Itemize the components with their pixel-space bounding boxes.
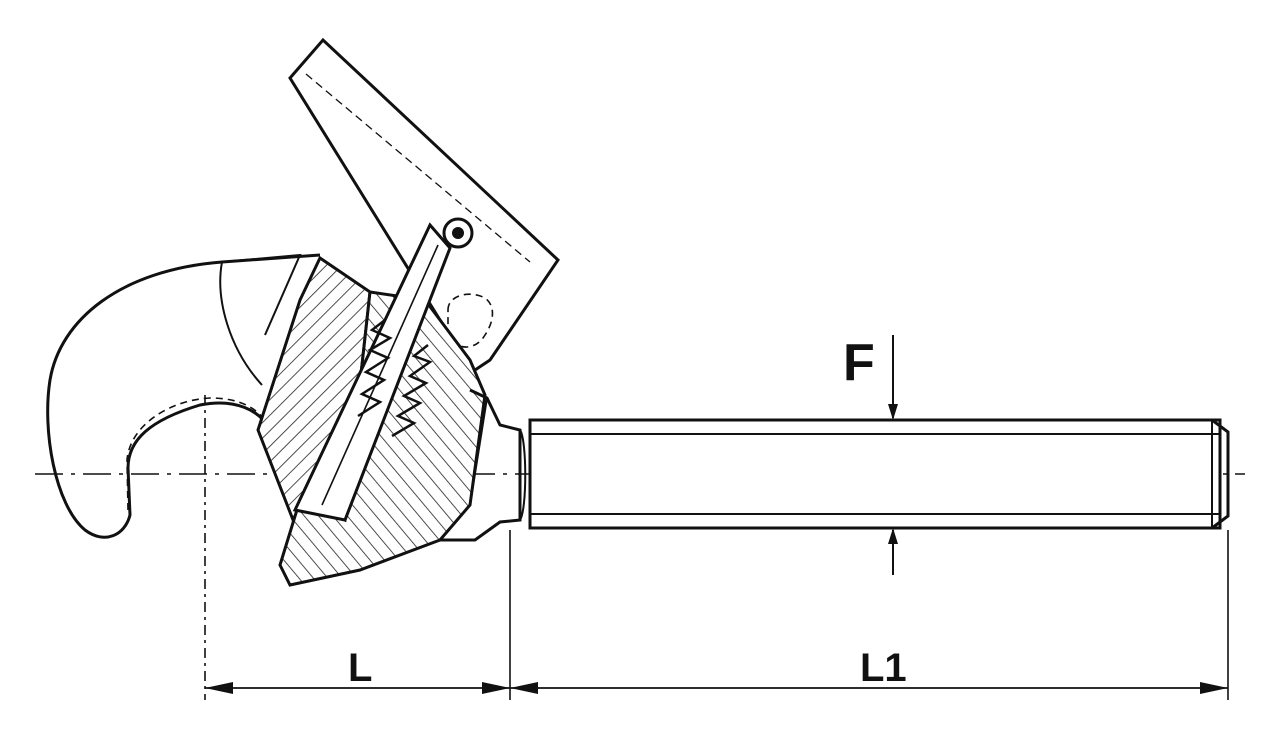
dim-arrow-l-right: [482, 682, 510, 694]
hook-tip-curve-2: [221, 253, 302, 336]
spring: [357, 319, 393, 418]
force-label: F: [843, 334, 875, 392]
threaded-shank: [528, 418, 1222, 530]
shank-end-chamfer: [1211, 418, 1230, 530]
latch-rod: [292, 222, 452, 522]
hook-body: [46, 253, 321, 539]
hook-tip-curve: [219, 261, 263, 386]
force-arrow-upper: [888, 404, 898, 420]
neck-groove: [519, 429, 527, 521]
dim-arrow-l1-left: [510, 682, 538, 694]
latch-arm-dashed-edge: [305, 73, 531, 263]
pivot-pin-center: [452, 227, 464, 239]
dim-label-l1: L1: [860, 646, 907, 690]
dim-arrow-l-left: [205, 682, 233, 694]
spring-2: [391, 344, 433, 438]
dim-arrow-l1-right: [1200, 682, 1228, 694]
latch-rod-inner: [321, 244, 439, 506]
dim-label-l: L: [348, 646, 372, 690]
force-arrow-lower: [888, 528, 898, 544]
latch-slot-dashed: [447, 293, 494, 348]
shank-neck: [440, 388, 522, 542]
hook-inner-contour: [126, 397, 269, 511]
shank-neck-divider: [469, 397, 488, 506]
